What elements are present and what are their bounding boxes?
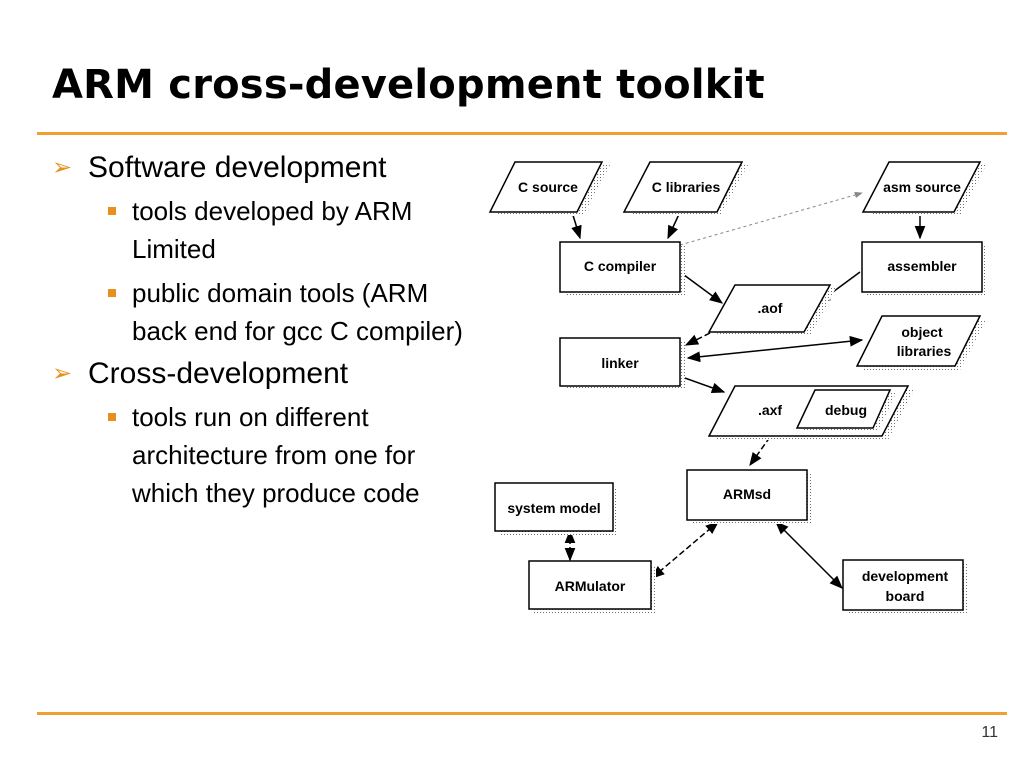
file-object-libraries: object libraries bbox=[855, 315, 986, 370]
arrow-csource-compiler bbox=[571, 211, 582, 240]
arrow-linker-objlibs bbox=[686, 335, 864, 363]
aof-label: .aof bbox=[758, 300, 783, 316]
sub-bullet-text: tools run on different architecture from… bbox=[132, 402, 420, 508]
file-c-libraries: C libraries bbox=[622, 161, 748, 216]
file-c-source: C source bbox=[488, 161, 610, 216]
assembler-label: assembler bbox=[887, 258, 957, 274]
c-compiler-label: C compiler bbox=[584, 258, 657, 274]
slide-title: ARM cross-development toolkit bbox=[52, 62, 765, 108]
diagram-arrows bbox=[564, 211, 926, 589]
object-libraries-label-line2: libraries bbox=[897, 343, 952, 359]
development-board-label-line2: board bbox=[886, 588, 925, 604]
bullet-software-development: ➢ Software development bbox=[52, 150, 482, 186]
object-libraries-label-line1: object bbox=[901, 324, 943, 340]
system-model-label: system model bbox=[507, 500, 600, 516]
box-system-model: system model bbox=[494, 482, 618, 535]
file-asm-source: asm source bbox=[861, 161, 986, 216]
title-divider bbox=[37, 132, 1007, 135]
sub-bullet-text: tools developed by ARM Limited bbox=[132, 196, 413, 264]
c-source-label: C source bbox=[518, 179, 578, 195]
sub-bullet-different-architecture: tools run on different architecture from… bbox=[108, 398, 482, 512]
c-libraries-label: C libraries bbox=[652, 179, 721, 195]
page-number: 11 bbox=[981, 724, 998, 741]
asm-source-label: asm source bbox=[883, 179, 961, 195]
armulator-label: ARMulator bbox=[555, 578, 626, 594]
bullet-text: Software development bbox=[88, 151, 387, 184]
sub-bullet-public-domain: public domain tools (ARM back end for gc… bbox=[108, 274, 482, 350]
arrow-bullet-icon: ➢ bbox=[52, 154, 73, 181]
square-bullet-icon bbox=[108, 413, 116, 421]
bullet-cross-development: ➢ Cross-development bbox=[52, 356, 482, 392]
box-armsd: ARMsd bbox=[686, 469, 812, 524]
arrow-bullet-icon: ➢ bbox=[52, 360, 73, 387]
arrow-linker-axf bbox=[681, 376, 726, 393]
armsd-label: ARMsd bbox=[723, 486, 771, 502]
box-armulator: ARMulator bbox=[528, 560, 656, 613]
arrow-armulator-armsd bbox=[650, 521, 720, 579]
development-board-label-line1: development bbox=[862, 568, 949, 584]
arrow-armsd-devboard bbox=[775, 521, 843, 589]
box-development-board: development board bbox=[842, 559, 968, 614]
sub-bullet-text: public domain tools (ARM back end for gc… bbox=[132, 278, 463, 346]
debug-label: debug bbox=[825, 402, 867, 418]
square-bullet-icon bbox=[108, 207, 116, 215]
sub-bullet-arm-tools: tools developed by ARM Limited bbox=[108, 192, 482, 268]
file-aof: .aof bbox=[707, 284, 836, 336]
arrow-axf-armsd bbox=[749, 436, 771, 467]
arrow-aof-linker bbox=[684, 332, 711, 346]
box-c-compiler: C compiler bbox=[559, 241, 685, 296]
linker-label: linker bbox=[601, 355, 639, 371]
arrow-clibs-compiler bbox=[667, 211, 681, 240]
arrow-compiler-asmsource bbox=[679, 191, 863, 246]
arrow-compiler-aof bbox=[679, 271, 724, 304]
file-debug: debug bbox=[795, 389, 896, 432]
box-assembler: assembler bbox=[861, 241, 987, 296]
bullet-list: ➢ Software development tools developed b… bbox=[52, 150, 482, 518]
square-bullet-icon bbox=[108, 289, 116, 297]
box-linker: linker bbox=[559, 337, 685, 390]
footer-divider bbox=[37, 712, 1007, 715]
bullet-text: Cross-development bbox=[88, 357, 349, 390]
axf-label: .axf bbox=[758, 402, 782, 418]
